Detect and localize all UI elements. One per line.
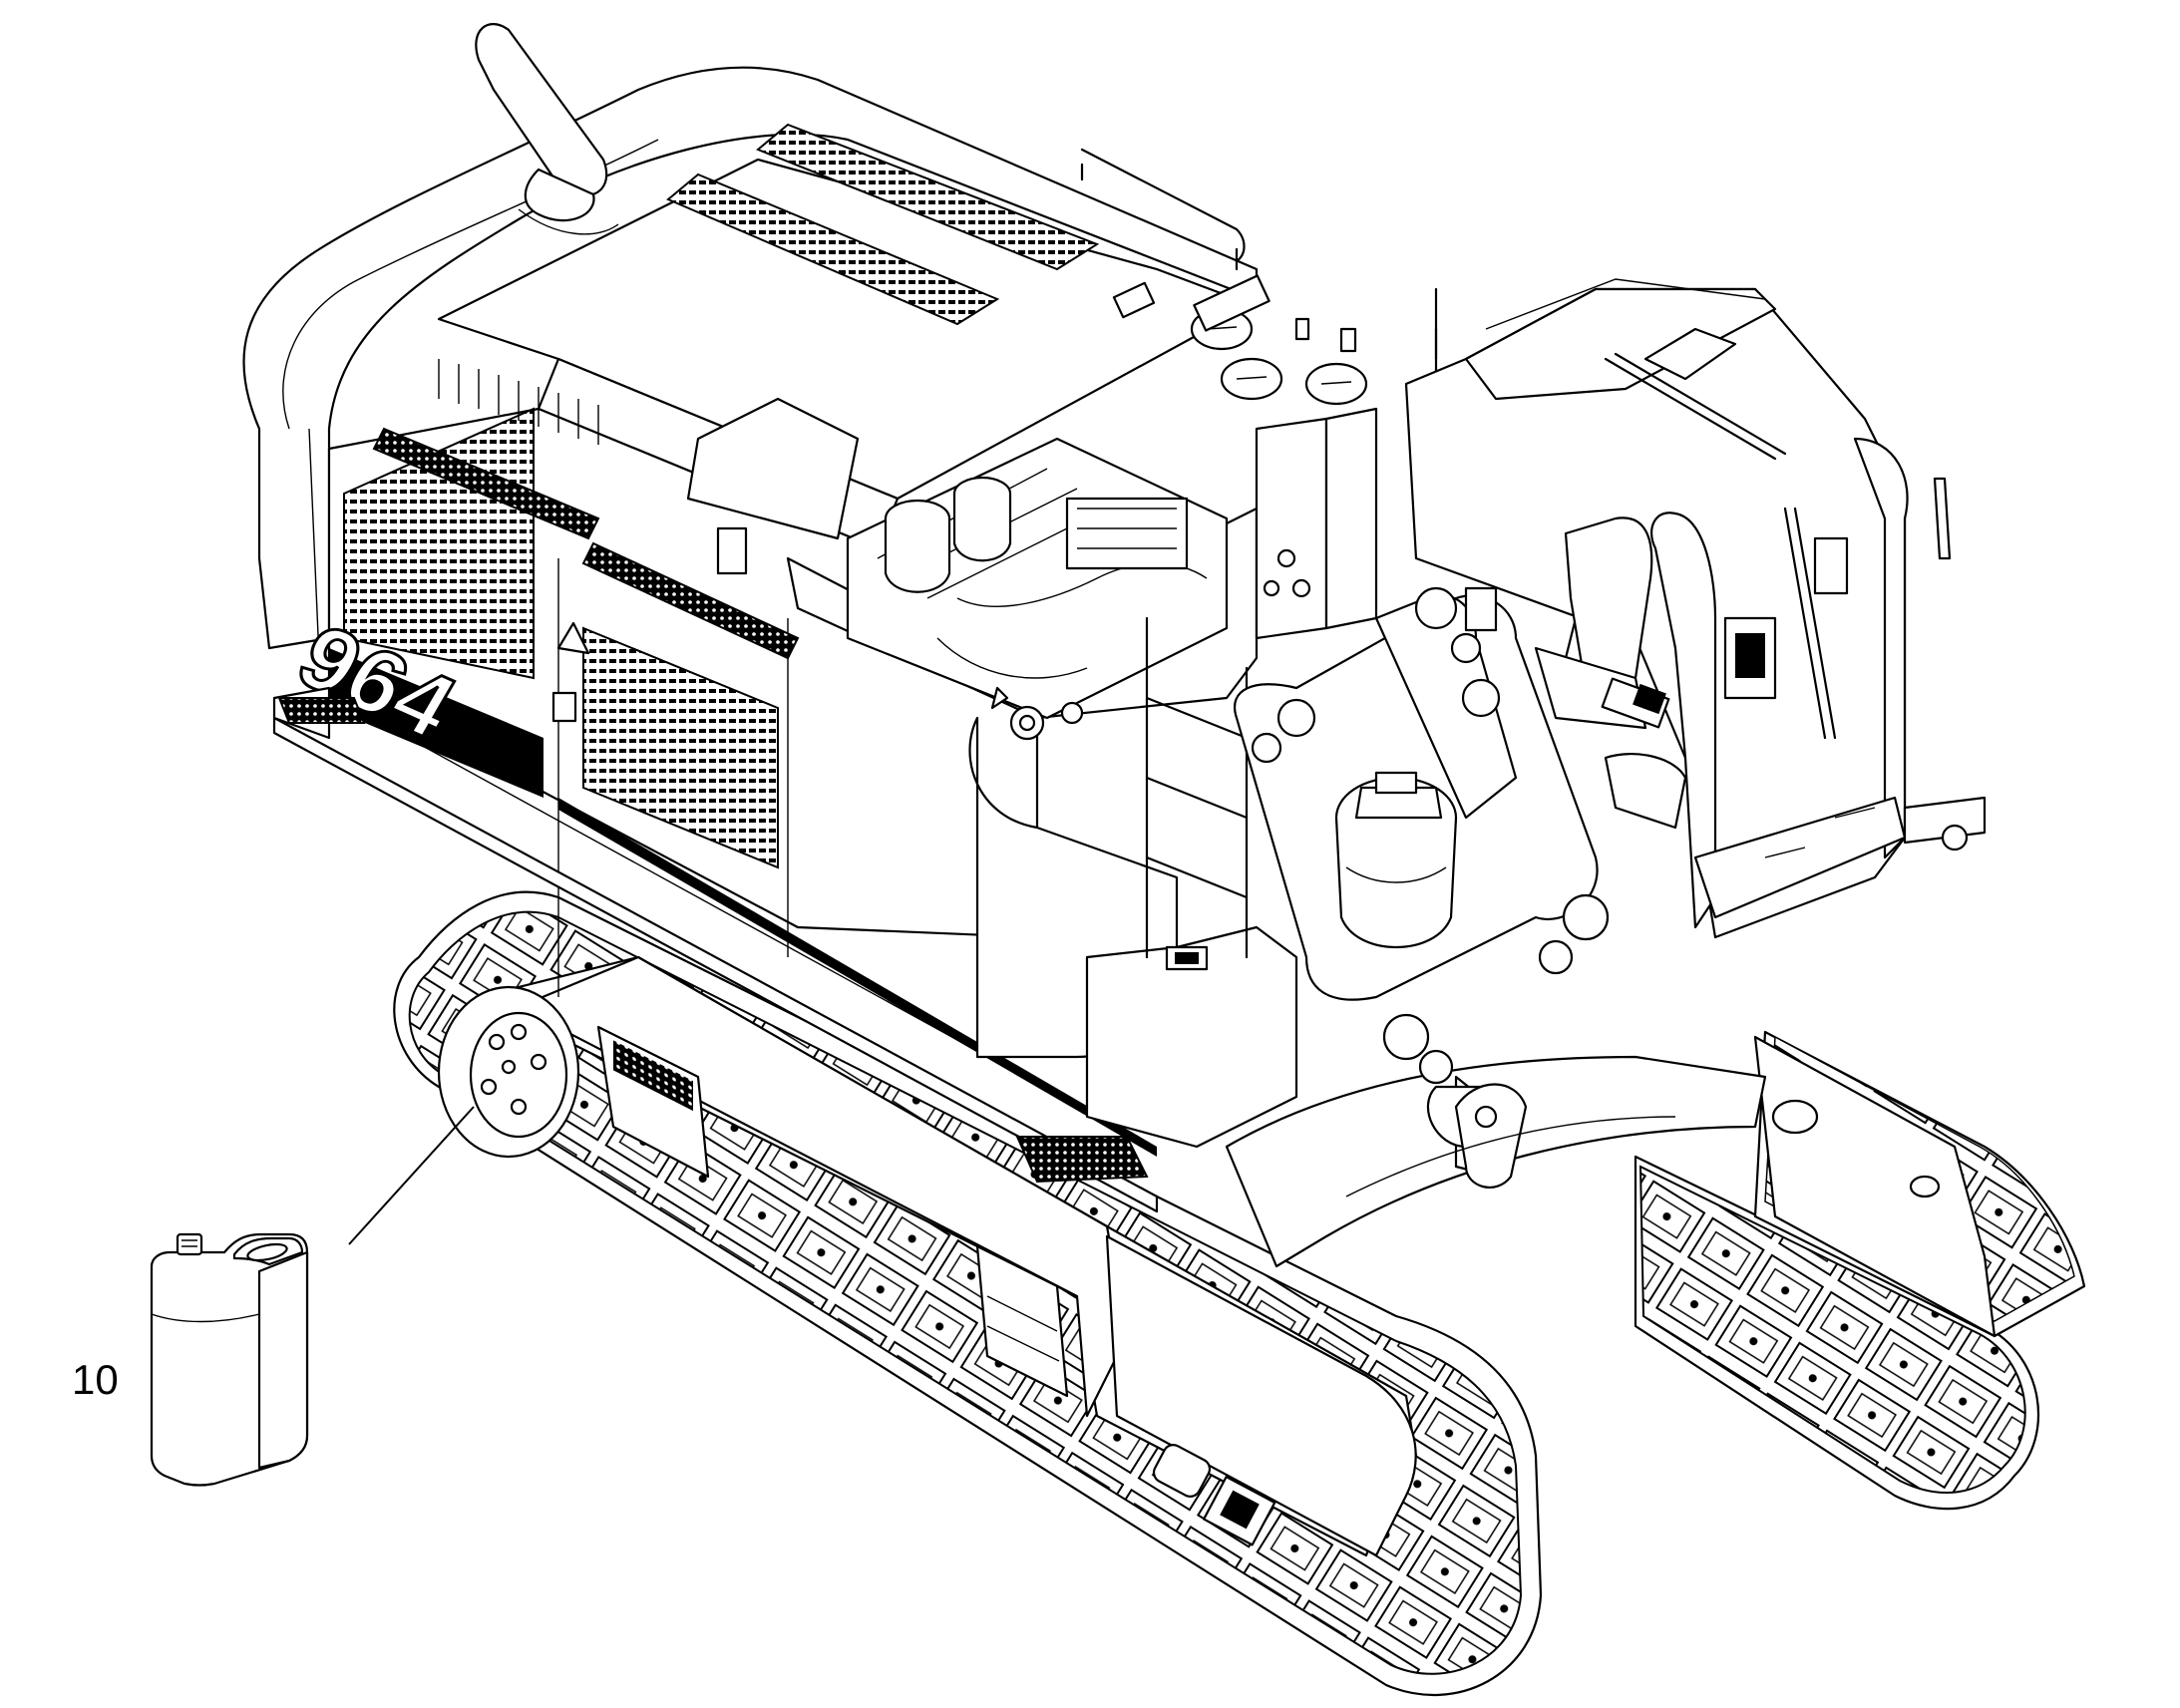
- callout-leader-line: [348, 1106, 475, 1245]
- callout-number: 10: [72, 1356, 119, 1403]
- operator-cab: [1404, 278, 1987, 939]
- right-track: [1634, 1030, 2086, 1511]
- boom-mount: [1234, 586, 1637, 1159]
- callout-10: [150, 1106, 475, 1487]
- upper-structure: 964: [242, 23, 1298, 1213]
- chassis-details: [1345, 287, 1676, 1197]
- travel-drive-gearbox: [437, 985, 580, 1159]
- oil-container-icon: [150, 1232, 309, 1487]
- engine-bay: [846, 148, 1438, 959]
- left-track: [393, 890, 1543, 1696]
